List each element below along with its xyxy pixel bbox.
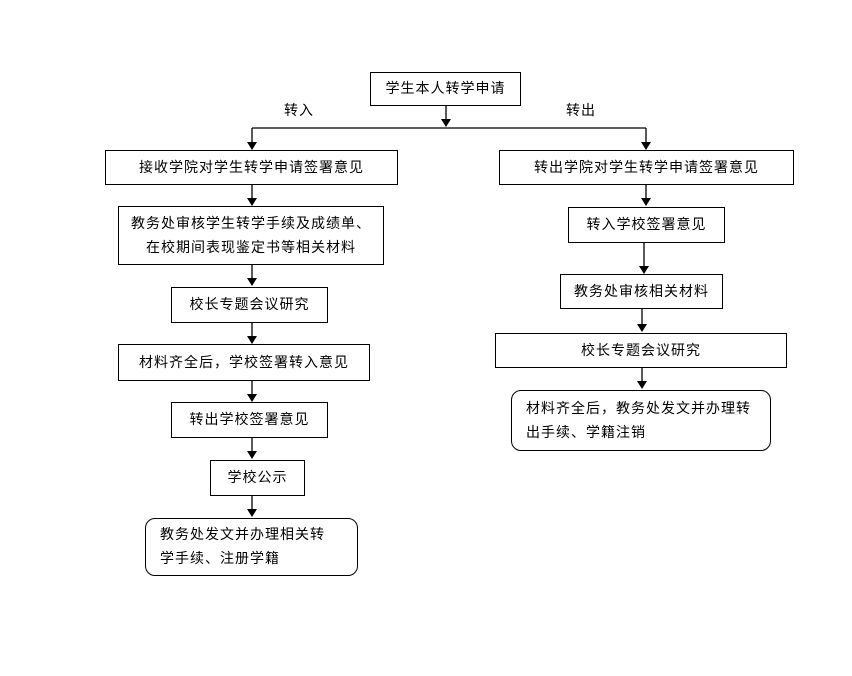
left-step-1-label: 接收学院对学生转学申请签署意见 — [139, 159, 364, 176]
left-step-7-end: 教务处发文并办理相关转 学手续、注册学籍 — [145, 518, 358, 576]
right-step-3: 教务处审核相关材料 — [560, 274, 723, 309]
right-step-4-label: 校长专题会议研究 — [581, 342, 701, 359]
left-step-2: 教务处审核学生转学手续及成绩单、 在校期间表现鉴定书等相关材料 — [118, 206, 384, 265]
right-step-5-label: 材料齐全后，教务处发文并办理转 出手续、学籍注销 — [526, 400, 751, 441]
branch-label-in: 转入 — [284, 103, 314, 119]
right-step-2-label: 转入学校签署意见 — [586, 217, 707, 233]
left-step-5-label: 转出学校签署意见 — [189, 412, 310, 428]
start-node: 学生本人转学申请 — [370, 72, 521, 106]
right-step-1: 转出学院对学生转学申请签署意见 — [499, 150, 794, 185]
left-step-5: 转出学校签署意见 — [171, 402, 328, 438]
right-step-1-label: 转出学院对学生转学申请签署意见 — [534, 159, 759, 176]
right-step-4: 校长专题会议研究 — [495, 333, 787, 368]
left-step-6: 学校公示 — [210, 460, 305, 496]
left-step-4: 材料齐全后，学校签署转入意见 — [118, 344, 370, 381]
left-step-1: 接收学院对学生转学申请签署意见 — [105, 150, 398, 185]
left-step-3-label: 校长专题会议研究 — [189, 297, 310, 313]
left-step-7-label: 教务处发文并办理相关转 学手续、注册学籍 — [160, 527, 325, 567]
right-step-5-end: 材料齐全后，教务处发文并办理转 出手续、学籍注销 — [511, 390, 771, 451]
left-step-6-label: 学校公示 — [227, 470, 288, 486]
branch-label-out: 转出 — [566, 103, 596, 119]
left-step-2-label: 教务处审核学生转学手续及成绩单、 在校期间表现鉴定书等相关材料 — [131, 215, 371, 256]
right-step-2: 转入学校签署意见 — [568, 207, 725, 243]
start-label: 学生本人转学申请 — [385, 81, 506, 97]
left-step-3: 校长专题会议研究 — [171, 287, 328, 323]
right-step-3-label: 教务处审核相关材料 — [574, 283, 709, 300]
left-step-4-label: 材料齐全后，学校签署转入意见 — [139, 354, 349, 371]
